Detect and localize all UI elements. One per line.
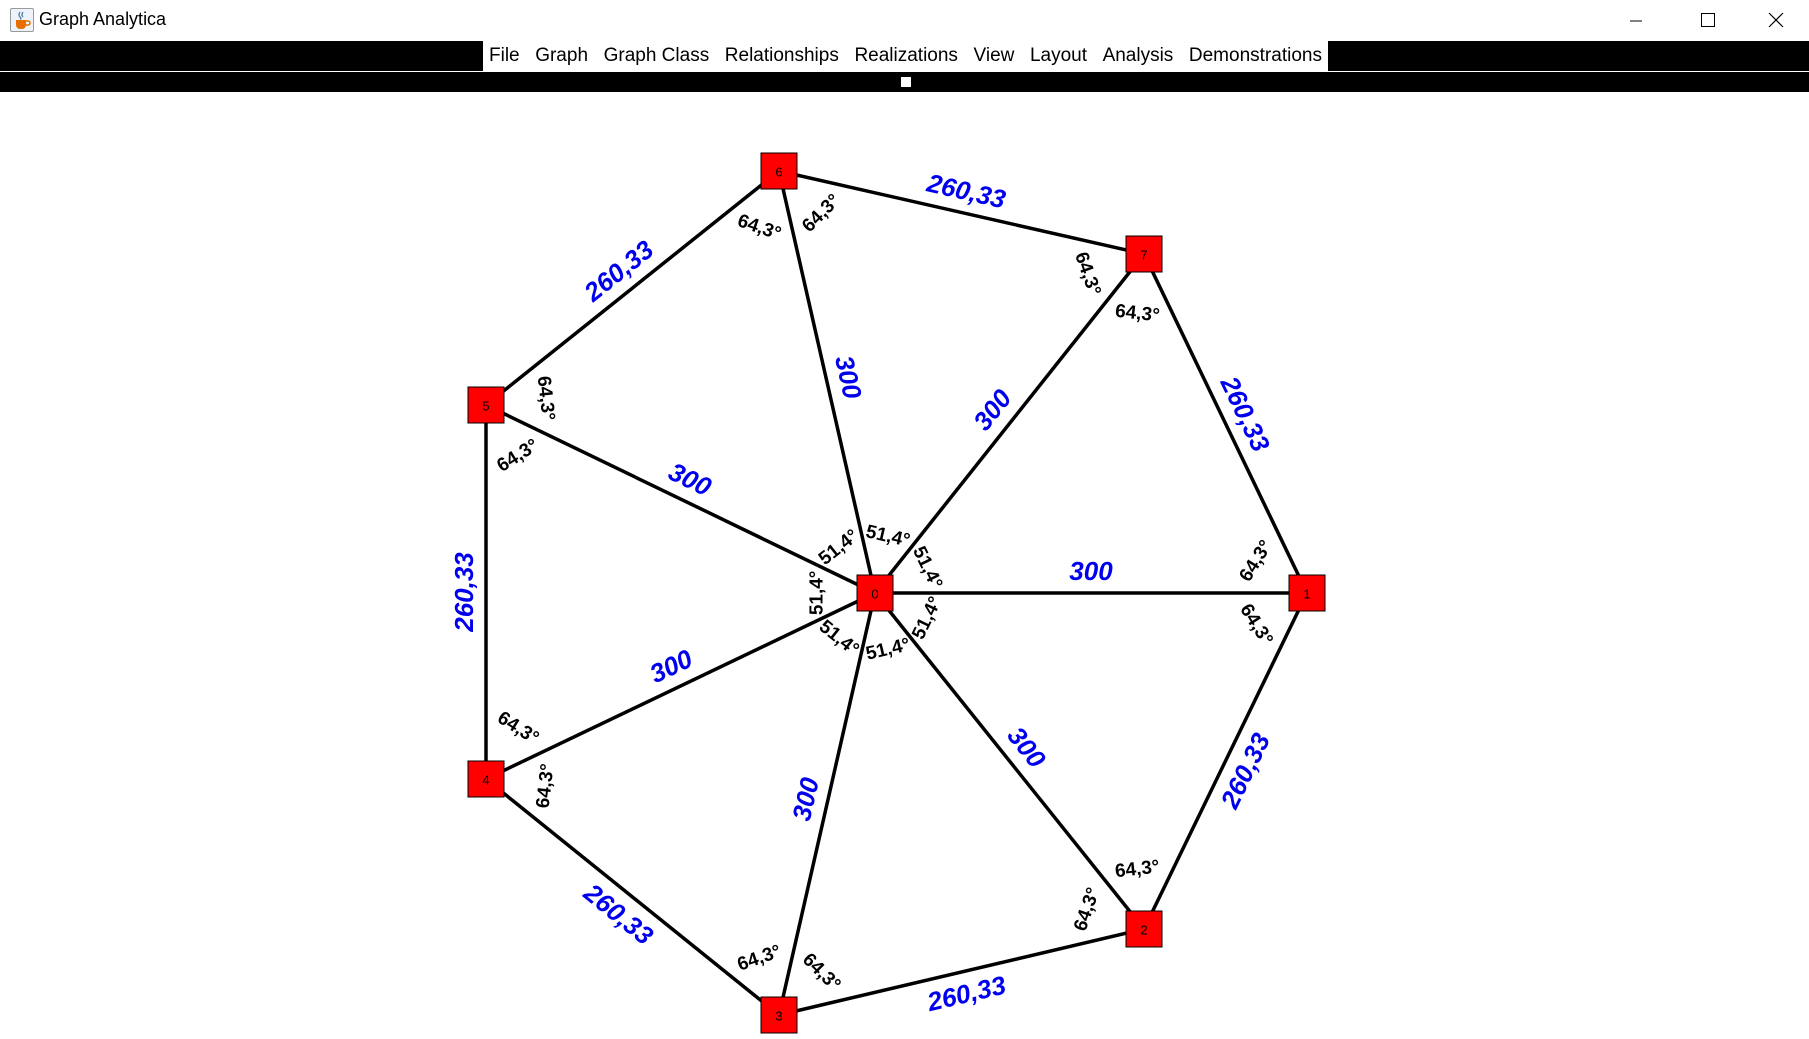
graph-drawing[interactable]: 300300300300300300300260,33260,33260,332… — [0, 92, 1809, 1039]
toolbar — [0, 72, 1809, 92]
edge-6-7[interactable] — [778, 169, 1145, 256]
angle-label-node-3: 64,3° — [735, 941, 784, 975]
java-cup-icon[interactable] — [10, 8, 34, 32]
angle-label-node-2: 64,3° — [1070, 885, 1104, 934]
node-1[interactable]: 1 — [1288, 574, 1326, 612]
close-button[interactable] — [1743, 0, 1809, 40]
edge-7-1[interactable] — [1142, 253, 1309, 594]
angle-label-node-0: 51,4° — [815, 616, 863, 660]
node-label-3: 3 — [775, 1009, 782, 1024]
angle-label-node-0: 51,4° — [864, 634, 912, 664]
edge-2-3[interactable] — [778, 927, 1145, 1017]
edge-weight-label-0-7: 300 — [967, 383, 1018, 436]
title-bar: Graph Analytica — [0, 0, 1809, 40]
angle-label-node-5: 64,3° — [533, 375, 559, 422]
node-4[interactable]: 4 — [467, 760, 505, 798]
menu-graph-class[interactable]: Graph Class — [603, 45, 710, 66]
node-box-7[interactable] — [1125, 235, 1163, 273]
node-2[interactable]: 2 — [1125, 910, 1163, 948]
nodes-layer: 0 1 2 3 4 5 6 7 — [467, 152, 1326, 1034]
menu-relationships[interactable]: Relationships — [724, 45, 839, 66]
node-5[interactable]: 5 — [467, 386, 505, 424]
menu-demonstrations[interactable]: Demonstrations — [1188, 45, 1322, 66]
node-label-4: 4 — [482, 773, 489, 788]
angle-label-node-2: 64,3° — [1114, 856, 1161, 882]
menu-bar: File Graph Graph Class Relationships Rea… — [0, 41, 1809, 71]
edge-0-4[interactable] — [485, 591, 876, 781]
node-box-2[interactable] — [1125, 910, 1163, 948]
angle-label-node-7: 64,3° — [1114, 301, 1161, 327]
edge-weight-label-7-1: 260,33 — [1214, 371, 1276, 457]
menu-graph[interactable]: Graph — [535, 45, 589, 66]
minimize-button[interactable] — [1603, 0, 1669, 40]
node-box-0[interactable] — [856, 574, 894, 612]
menu-realizations[interactable]: Realizations — [854, 45, 958, 66]
edge-weight-label-0-1: 300 — [1069, 556, 1113, 586]
edge-0-3[interactable] — [777, 592, 877, 1016]
angle-label-node-0: 51,4° — [908, 593, 946, 642]
maximize-button[interactable] — [1675, 0, 1741, 40]
angle-label-node-1: 64,3° — [1235, 600, 1276, 649]
node-label-0: 0 — [871, 587, 878, 602]
angle-label-node-0: 51,4° — [864, 521, 912, 551]
edge-0-7[interactable] — [873, 252, 1146, 595]
edge-weight-label-3-4: 260,33 — [578, 877, 660, 951]
angle-label-node-3: 64,3° — [798, 949, 844, 995]
toolbar-grip-handle[interactable] — [901, 77, 911, 87]
edge-weight-label-0-2: 300 — [1001, 721, 1052, 774]
menu-view[interactable]: View — [973, 45, 1015, 66]
close-icon — [1768, 12, 1784, 28]
edge-0-2[interactable] — [873, 591, 1146, 931]
angle-label-node-0: 51,4° — [815, 526, 863, 570]
window-title: Graph Analytica — [39, 9, 167, 29]
angle-label-node-6: 64,3° — [735, 210, 784, 245]
angle-label-node-4: 64,3° — [494, 707, 543, 749]
edges-layer — [484, 169, 1309, 1017]
node-0[interactable]: 0 — [856, 574, 894, 612]
menu-analysis[interactable]: Analysis — [1102, 45, 1174, 66]
edge-weight-label-1-2: 260,33 — [1214, 728, 1276, 814]
edge-weight-label-5-6: 260,33 — [578, 234, 660, 308]
node-6[interactable]: 6 — [760, 152, 798, 190]
angle-label-node-1: 64,3° — [1235, 537, 1277, 586]
node-box-1[interactable] — [1288, 574, 1326, 612]
edge-weight-label-4-5: 260,33 — [449, 552, 479, 633]
edge-5-6[interactable] — [484, 169, 781, 407]
node-label-7: 7 — [1140, 248, 1147, 263]
menu-strip: File Graph Graph Class Relationships Rea… — [483, 41, 1328, 71]
edge-weight-label-0-6: 300 — [829, 353, 868, 402]
angle-label-node-5: 64,3° — [493, 435, 542, 476]
menu-file[interactable]: File — [489, 45, 520, 66]
angle-label-node-7: 64,3° — [1070, 249, 1105, 298]
edge-1-2[interactable] — [1142, 592, 1309, 930]
edge-0-6[interactable] — [777, 170, 877, 594]
node-label-5: 5 — [482, 399, 489, 414]
node-label-2: 2 — [1140, 923, 1147, 938]
angle-label-node-0: 51,4° — [806, 571, 827, 616]
node-box-6[interactable] — [760, 152, 798, 190]
node-3[interactable]: 3 — [760, 996, 798, 1034]
maximize-icon — [1701, 13, 1715, 27]
angle-label-node-4: 64,3° — [533, 763, 559, 810]
node-7[interactable]: 7 — [1125, 235, 1163, 273]
angle-label-node-0: 51,4° — [908, 543, 946, 592]
edge-0-5[interactable] — [485, 403, 876, 595]
minimize-icon — [1630, 20, 1642, 22]
node-box-5[interactable] — [467, 386, 505, 424]
menu-layout[interactable]: Layout — [1029, 45, 1087, 66]
node-label-6: 6 — [775, 165, 782, 180]
edge-3-4[interactable] — [484, 777, 781, 1017]
node-box-3[interactable] — [760, 996, 798, 1034]
edge-weight-label-0-3: 300 — [786, 774, 825, 823]
node-box-4[interactable] — [467, 760, 505, 798]
node-label-1: 1 — [1303, 587, 1310, 602]
angle-label-node-6: 64,3° — [798, 190, 844, 236]
